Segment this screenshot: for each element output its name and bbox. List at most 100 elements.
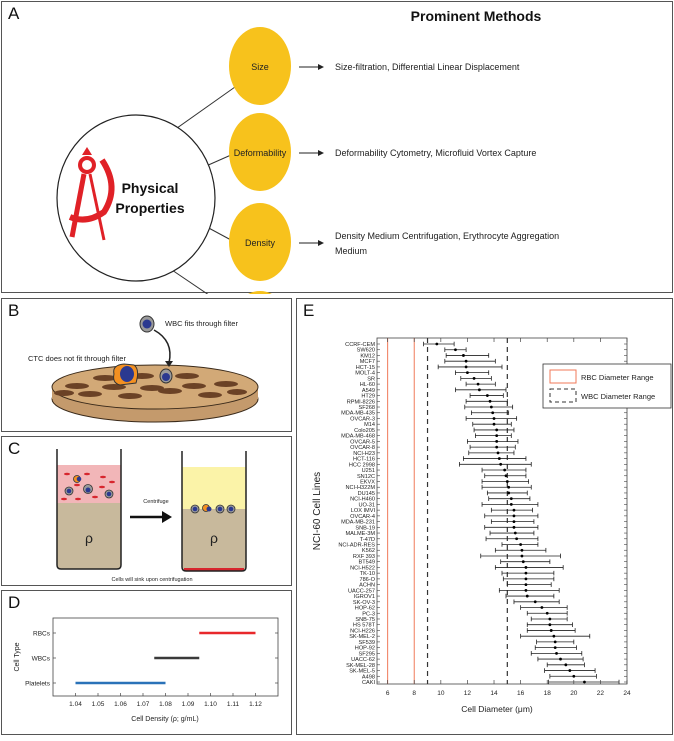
cell-line-label: HOP-92: [355, 646, 375, 652]
x-tick-label: 14: [490, 690, 498, 697]
panel-letter: C: [8, 439, 21, 458]
cell-line-label: HCT-15: [356, 365, 375, 371]
mean-point: [512, 520, 516, 523]
y-tick-label: Platelets: [25, 681, 51, 688]
mean-point: [553, 640, 557, 644]
mean-point: [512, 525, 516, 529]
cell-line-row: SK-MEL-28: [346, 662, 627, 669]
cell-line-row: OVCAR-3: [350, 416, 627, 422]
mean-point: [583, 680, 586, 684]
cell-line-row: TK-10: [360, 570, 627, 577]
cell-line-row: K562: [362, 547, 627, 554]
cell-line-label: KM12: [360, 353, 375, 359]
cell-line-label: CCRF-CEM: [345, 342, 375, 348]
density-symbol: ρ: [210, 530, 218, 546]
x-tick-label: 10: [437, 690, 445, 697]
cell-line-row: CAKI: [362, 679, 627, 686]
ctc-cell-icon: [113, 363, 139, 386]
cell-line-label: OVCAR-5: [350, 439, 375, 445]
cell-line-label: HS 578T: [353, 623, 376, 629]
x-tick-label: 20: [570, 690, 578, 697]
mean-point: [525, 594, 529, 598]
wbc-cells-before: [64, 475, 114, 499]
cell-line-row: NCI-H226: [350, 628, 627, 634]
cell-line-row: SN12C: [357, 473, 627, 480]
cell-line-label: CAKI: [362, 680, 376, 686]
mean-point: [549, 629, 553, 632]
cell-line-label: NCI-H522: [350, 565, 375, 571]
mean-point: [553, 646, 557, 650]
cell-line-label: MDA-MB-468: [341, 434, 375, 440]
cell-line-label: ACHN: [359, 583, 375, 589]
mean-point: [495, 428, 499, 432]
cell-line-label: A498: [362, 674, 375, 680]
cell-line-label: NCI-H23: [353, 451, 375, 457]
cell-line-label: SK-OV-3: [353, 600, 375, 606]
cell-line-label: SNB-75: [355, 617, 375, 623]
arrowhead-icon: [318, 64, 324, 70]
cell-line-row: DU145: [358, 490, 627, 497]
cell-line-row: NCI-ADR-RES: [338, 542, 627, 549]
plasma-layer-after: [182, 467, 246, 509]
cell-line-label: NCI-ADR-RES: [338, 543, 375, 549]
mean-point: [497, 457, 501, 460]
cell-line-row: EKVX: [360, 479, 627, 485]
cell-line-label: MDA-MB-231: [341, 520, 375, 526]
y-tick-label: WBCs: [32, 656, 51, 663]
cell-line-label: OVCAR-4: [350, 514, 375, 520]
cell-line-label: MCF7: [360, 359, 375, 365]
mean-point: [507, 485, 511, 489]
cell-line-row: U251: [362, 467, 627, 474]
mean-point: [552, 634, 556, 638]
cell-line-row: HCC 2998: [349, 462, 627, 468]
cell-line-row: SF539: [359, 639, 627, 646]
cell-line-row: UACC-62: [351, 656, 627, 663]
mean-point: [476, 382, 480, 386]
cell-line-label: BT549: [359, 560, 375, 566]
property-item: SurfaceChargeDielectrophoresis: [229, 291, 405, 369]
cell-line-row: NCI-H322M: [345, 484, 627, 491]
mean-point: [466, 371, 469, 375]
cell-line-row: HCT-116: [353, 456, 627, 463]
cell-line-row: HS 578T: [353, 622, 627, 629]
panel-letter: B: [8, 301, 20, 320]
cell-line-row: SK-OV-3: [353, 599, 627, 606]
mean-point: [505, 480, 509, 483]
cell-line-label: EKVX: [360, 479, 375, 485]
cell-band-after: [190, 504, 236, 514]
cell-line-label: HCT-116: [353, 457, 375, 463]
cell-line-row: OVCAR-8: [350, 444, 627, 451]
mean-point: [545, 611, 549, 615]
property-label: Deformability: [234, 148, 287, 158]
x-tick-label: 18: [544, 690, 552, 697]
mean-point: [485, 394, 489, 397]
cell-line-row: Colo205: [354, 427, 627, 434]
rbc-pellet: [184, 568, 244, 571]
x-tick-label: 1.10: [204, 701, 217, 708]
y-axis-label: Cell Type: [14, 642, 21, 671]
cell-line-label: SW620: [357, 348, 375, 354]
connector-line: [169, 86, 236, 134]
cell-line-label: HL-60: [360, 382, 375, 388]
cell-line-label: M14: [364, 422, 375, 428]
filter-illustration: WBC fits through filter CTC does not fit…: [28, 315, 259, 423]
cell-line-label: DU145: [358, 491, 375, 497]
cell-line-row: T-47D: [360, 536, 627, 543]
cell-line-row: OVCAR-5: [350, 439, 627, 445]
mean-point: [507, 491, 511, 495]
filter-holes: [54, 373, 247, 399]
centrifugation-illustration: ρ Centrifuge ρ Cells will sink upon cent…: [56, 449, 247, 583]
cell-line-row: SK-MEL-2: [349, 633, 627, 640]
cell-line-label: UACC-257: [348, 588, 375, 594]
mean-point: [524, 566, 528, 569]
tube-before: [56, 449, 122, 570]
cell-line-rows: CCRF-CEMSW620KM12MCF7HCT-15MOLT-4SRHL-60…: [338, 341, 627, 686]
cell-line-label: TK-10: [360, 571, 375, 577]
ctc-label: CTC does not fit through filter: [28, 354, 126, 363]
cell-line-label: HT29: [361, 394, 375, 400]
cell-line-row: MDA-MB-468: [341, 433, 627, 440]
